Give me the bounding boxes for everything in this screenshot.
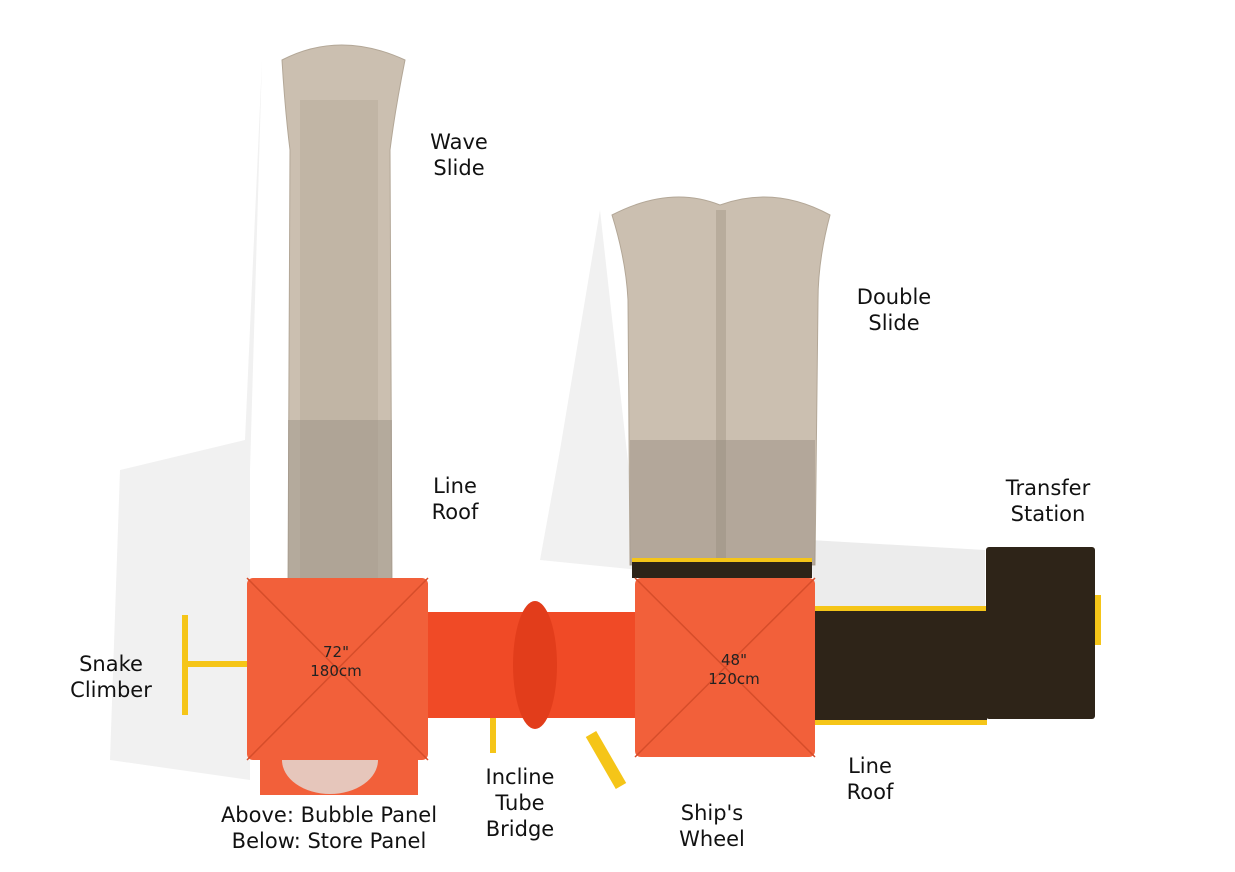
label-line: Double: [856, 285, 932, 309]
deck-height-inches: 48": [721, 651, 747, 669]
label-line: Roof: [431, 500, 479, 524]
deck-height-72: 72" 180cm: [310, 643, 362, 681]
label-line: Wave: [430, 130, 488, 154]
label-line: Below: Store Panel: [231, 829, 427, 853]
label-double-slide: Double Slide: [857, 284, 931, 336]
label-line: Ship's: [680, 801, 744, 825]
deck-height-cm: 120cm: [708, 670, 760, 688]
label-ships-wheel: Ship's Wheel: [679, 800, 745, 852]
label-bubble-store-panel: Above: Bubble Panel Below: Store Panel: [221, 802, 437, 854]
deck-height-48: 48" 120cm: [708, 651, 760, 689]
label-line: Line: [848, 754, 892, 778]
ships-wheel-icon: [585, 731, 627, 789]
label-line: Tube: [495, 791, 545, 815]
label-line: Slide: [868, 311, 920, 335]
shadow: [810, 540, 985, 610]
label-line: Roof: [846, 780, 894, 804]
label-line: Wheel: [679, 827, 745, 851]
deck-height-cm: 180cm: [310, 662, 362, 680]
label-line: Transfer: [1005, 476, 1091, 500]
label-line: Climber: [70, 678, 152, 702]
roof-72: [246, 577, 429, 761]
label-line: Line: [433, 474, 477, 498]
label-line: Station: [1010, 502, 1086, 526]
label-line-roof-bottom: Line Roof: [847, 753, 894, 805]
label-line: Snake: [79, 652, 143, 676]
transfer-station: [986, 547, 1101, 719]
incline-tube-bridge: [425, 601, 640, 753]
shadow: [110, 60, 262, 780]
label-line: Incline: [485, 765, 555, 789]
label-transfer-station: Transfer Station: [1006, 475, 1090, 527]
deck-height-inches: 72": [323, 643, 349, 661]
label-line: Above: Bubble Panel: [220, 803, 438, 827]
shadow: [540, 210, 640, 570]
label-wave-slide: Wave Slide: [430, 129, 488, 181]
double-slide: [611, 196, 831, 578]
line-roof-bridge: [815, 606, 987, 725]
snake-climber: [182, 615, 247, 715]
label-line: Bridge: [485, 817, 555, 841]
label-line: Slide: [433, 156, 485, 180]
wave-slide: [281, 44, 406, 586]
roof-48: [634, 577, 816, 758]
label-snake-climber: Snake Climber: [70, 651, 152, 703]
label-incline-tube-bridge: Incline Tube Bridge: [486, 764, 555, 842]
label-line-roof-top: Line Roof: [432, 473, 479, 525]
